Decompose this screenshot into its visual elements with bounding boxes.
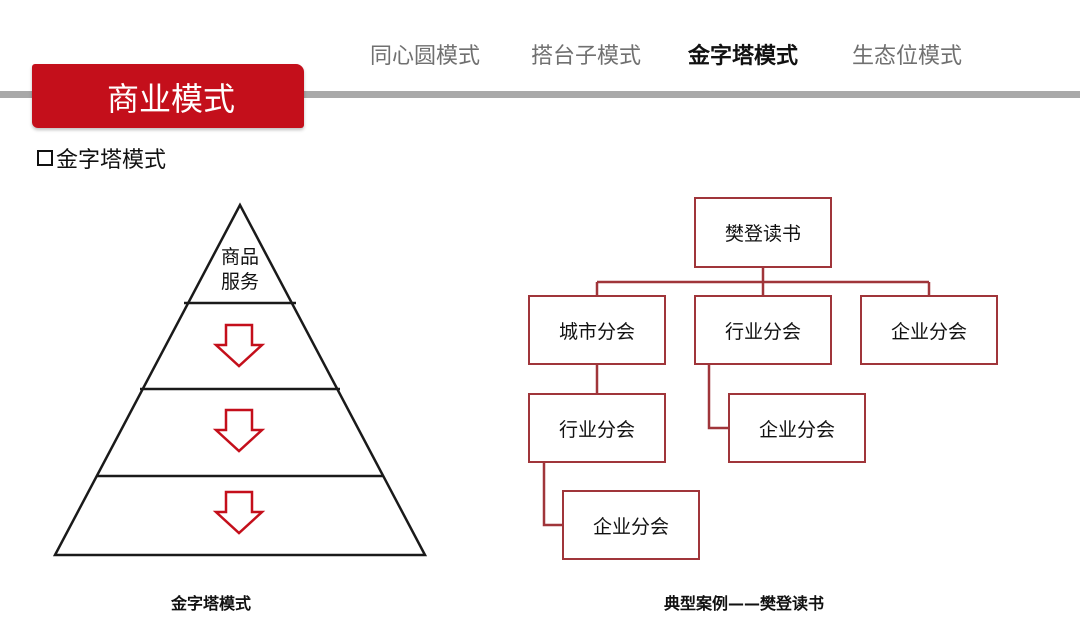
org-node-city-branch: 城市分会 (528, 295, 666, 365)
pyramid-outline (52, 202, 428, 557)
org-node-industry-branch: 行业分会 (694, 295, 832, 365)
tab-concentric-mode[interactable]: 同心圆模式 (370, 44, 481, 69)
page-title: 商业模式 (107, 80, 236, 118)
pyramid-top-label: 商品 服务 (220, 246, 259, 293)
section-title: 金字塔模式 (37, 142, 166, 174)
org-chart-caption: 典型案例——樊登读书 (664, 594, 825, 613)
tab-ecological-niche-mode[interactable]: 生态位模式 (852, 44, 963, 69)
down-arrow-icon (212, 408, 266, 453)
pyramid-caption: 金字塔模式 (171, 594, 252, 613)
org-node-industry-enterprise-branch: 企业分会 (728, 393, 866, 463)
square-bullet-icon (37, 150, 53, 166)
org-node-city-enterprise-branch: 企业分会 (562, 490, 700, 560)
connector-line (707, 364, 729, 430)
down-arrow-icon (212, 490, 266, 535)
down-arrow-icon (212, 323, 266, 368)
org-node-root: 樊登读书 (694, 197, 832, 268)
title-banner (32, 64, 304, 128)
header-divider-bar (0, 91, 1080, 98)
mode-tabs: 同心圆模式 搭台子模式 金字塔模式 生态位模式 (0, 38, 1080, 70)
connector-line (542, 462, 563, 527)
org-node-enterprise-branch: 企业分会 (860, 295, 998, 365)
org-node-city-industry-branch: 行业分会 (528, 393, 666, 463)
tab-pyramid-mode[interactable]: 金字塔模式 (688, 44, 799, 69)
section-title-text: 金字塔模式 (56, 148, 167, 173)
tab-platform-mode[interactable]: 搭台子模式 (531, 44, 642, 69)
